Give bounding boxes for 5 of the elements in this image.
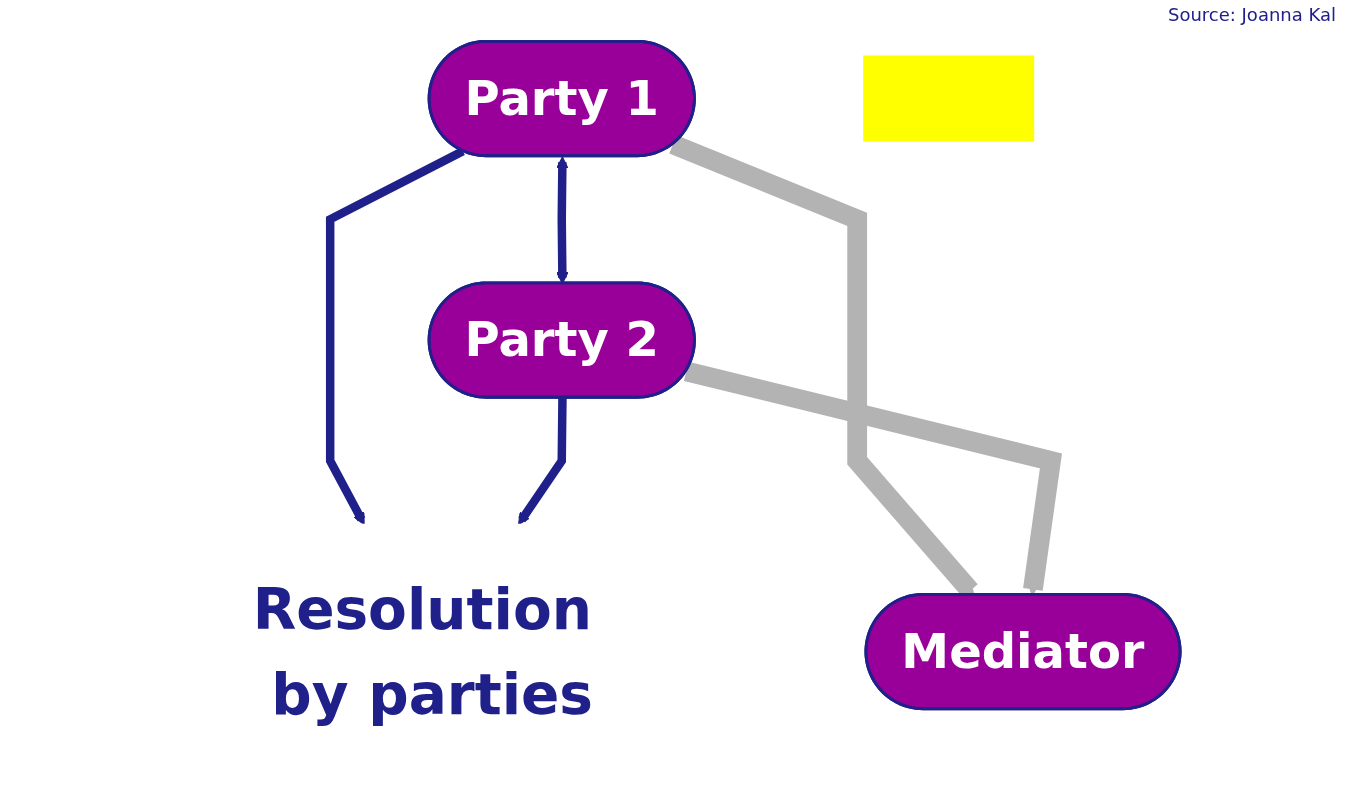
node-box — [863, 55, 1035, 142]
arrow — [518, 397, 567, 525]
node-text: Resolution by parties — [252, 576, 593, 727]
source-note: Source: Joanna Kal — [1167, 4, 1336, 25]
arrow — [325, 147, 465, 525]
